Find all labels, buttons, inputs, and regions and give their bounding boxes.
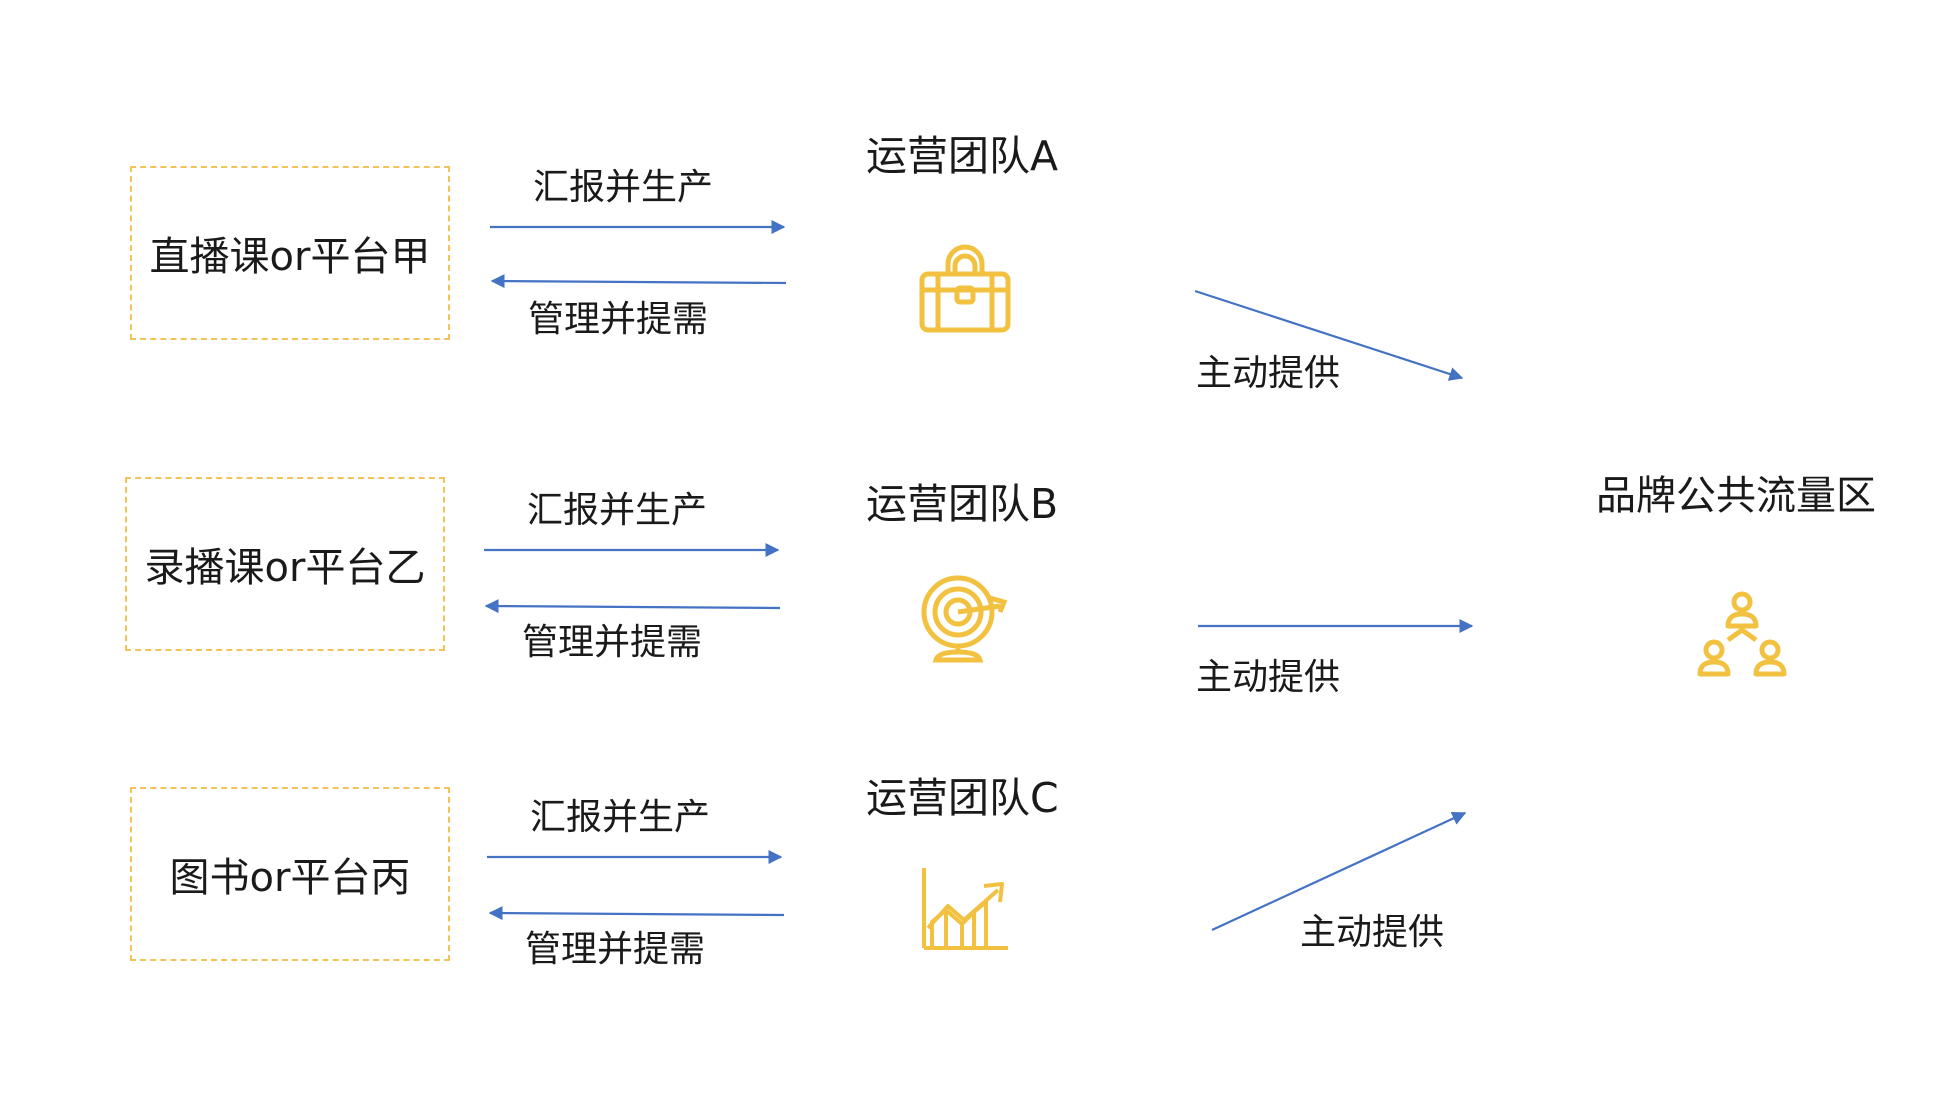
source-label-live-course: 直播课or平台甲	[149, 234, 431, 280]
source-box-books: 图书or平台丙	[130, 787, 450, 961]
label-provide-a: 主动提供	[1196, 353, 1341, 394]
label-provide-c: 主动提供	[1300, 912, 1445, 953]
arrow-provide-c	[1211, 811, 1467, 931]
label-report-c: 汇报并生产	[530, 797, 711, 838]
source-label-recorded-course: 录播课or平台乙	[144, 545, 426, 591]
source-label-books: 图书or平台丙	[169, 855, 411, 901]
arrow-manage-b	[484, 599, 781, 614]
source-box-recorded-course: 录播课or平台乙	[125, 477, 445, 651]
label-report-a: 汇报并生产	[533, 167, 714, 208]
label-provide-b: 主动提供	[1196, 657, 1341, 698]
destination-label: 品牌公共流量区	[1596, 473, 1876, 519]
team-label-b: 运营团队B	[866, 480, 1059, 528]
arrow-manage-a	[490, 274, 787, 289]
label-manage-c: 管理并提需	[525, 929, 706, 970]
growth-chart-icon	[922, 868, 1008, 950]
source-box-live-course: 直播课or平台甲	[130, 166, 450, 340]
label-report-b: 汇报并生产	[527, 490, 708, 531]
target-icon	[921, 575, 1008, 663]
briefcase-icon	[919, 244, 1011, 333]
arrow-provide-a	[1194, 289, 1464, 381]
label-manage-a: 管理并提需	[528, 299, 709, 340]
team-label-a: 运营团队A	[866, 132, 1059, 180]
team-label-c: 运营团队C	[866, 774, 1059, 822]
label-manage-b: 管理并提需	[522, 622, 703, 663]
arrow-manage-c	[488, 906, 785, 921]
people-network-icon	[1697, 591, 1787, 677]
